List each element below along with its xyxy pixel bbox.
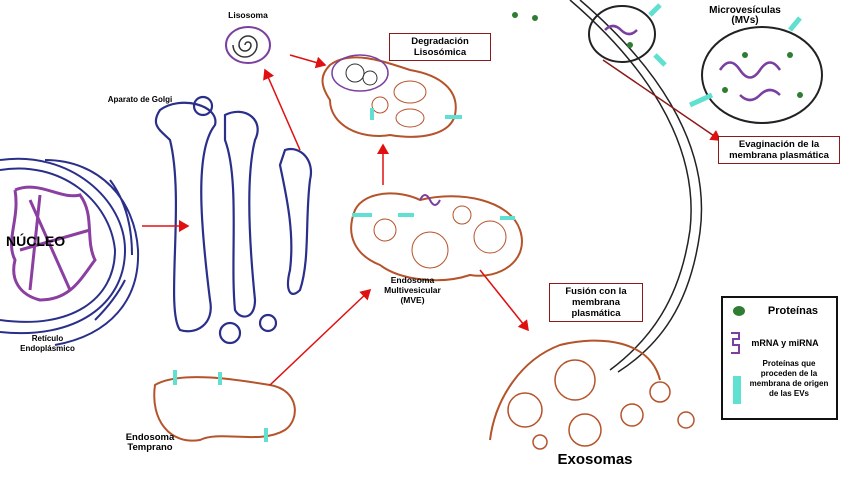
early-endosome xyxy=(153,376,296,442)
pathway-arrows xyxy=(142,54,722,386)
legend: Proteínas mRNA y miRNA Proteínas que pro… xyxy=(721,296,838,420)
label-mve: Endosoma Multivesicular (MVE) xyxy=(384,275,441,305)
protein-icon xyxy=(733,306,745,316)
label-golgi: Aparato de Golgi xyxy=(107,95,173,104)
label-microvesicles: Microvesículas (MVs) xyxy=(709,5,781,26)
golgi-apparatus xyxy=(154,95,313,345)
lysosome xyxy=(225,26,271,64)
membrane-protein-markers xyxy=(173,370,268,442)
label-early-endosome: Endosoma Temprano xyxy=(125,432,175,453)
legend-membrane-proteins: Proteínas que proceden de la membrana de… xyxy=(749,359,829,398)
label-exosomes: Exosomas xyxy=(557,451,633,468)
label-lysosomal-degradation: Degradación Lisosómica xyxy=(389,33,491,61)
microvesicles xyxy=(512,3,823,124)
membrane-protein-icon xyxy=(733,376,741,404)
label-fusion: Fusión con la membrana plasmática xyxy=(549,283,643,322)
plasma-membrane xyxy=(569,0,703,373)
multivesicular-endosome xyxy=(350,192,523,282)
exosome-release-membrane xyxy=(489,339,661,441)
label-nucleus: NÚCLEO xyxy=(6,233,66,249)
rna-icon xyxy=(731,332,740,354)
exosomes xyxy=(507,359,695,450)
legend-proteins: Proteínas xyxy=(767,305,819,317)
label-er: Retículo Endoplásmico xyxy=(20,334,75,353)
label-evagination: Evaginación de la membrana plasmática xyxy=(718,136,840,164)
label-lysosome: Lisosoma xyxy=(228,10,268,20)
degradation-compartment xyxy=(321,54,462,138)
legend-rna: mRNA y miRNA xyxy=(751,338,819,348)
endoplasmic-reticulum xyxy=(44,159,140,346)
nucleus xyxy=(0,157,127,335)
